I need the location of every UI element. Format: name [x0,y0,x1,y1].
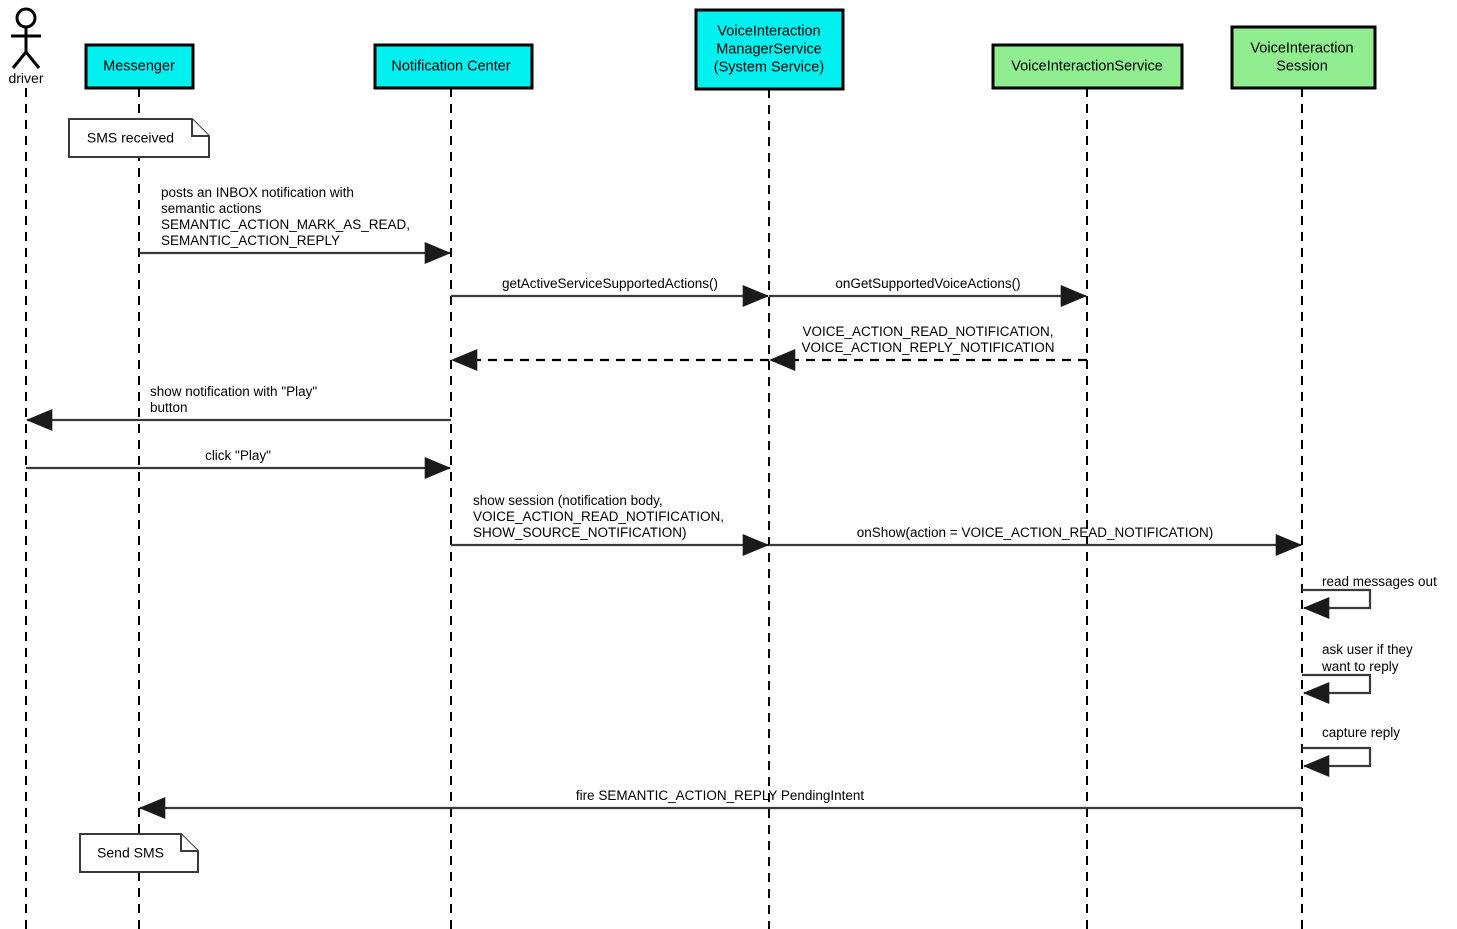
note-shape [68,118,210,158]
note-shape [79,833,199,873]
participants-layer: driver Messenger Notification Center VoiceI… [8,7,1377,91]
participant-label-messenger: Messenger [103,58,175,74]
message-label: click "Play" [205,448,271,463]
note-fold-icon [191,119,209,137]
msg-on-get-supported-voice-actions[interactable]: onGetSupportedVoiceActions() [769,276,1088,307]
note-fold-icon [180,834,198,852]
participant-label-voice-interaction-manager-service: VoiceInteraction [717,23,820,39]
actor-body-icon [11,28,41,69]
participant-label-notification-center: Notification Center [391,58,510,74]
participant-label-voice-interaction-service: VoiceInteractionService [1011,58,1163,74]
self-msg-capture-reply[interactable]: capture reply [1302,725,1400,777]
actor-driver: driver [8,7,44,86]
participant-box-voice-interaction-manager-service [694,8,845,91]
self-msg-read-messages-out[interactable]: read messages out [1302,574,1437,619]
self-messages-layer: read messages out ask user if they want to… [1302,574,1437,777]
self-message-label: read messages out [1322,574,1437,589]
self-message-label: want to reply [1321,659,1399,674]
msg-get-active-service-supported-actions[interactable]: getActiveServiceSupportedActions() [451,276,770,307]
participant-messenger[interactable]: Messenger [84,43,195,90]
message-label: onGetSupportedVoiceActions() [835,276,1020,291]
messages-layer: posts an INBOX notification withsemantic… [25,185,1303,819]
actor-label: driver [8,70,43,86]
msg-post-inbox-notification[interactable]: posts an INBOX notification withsemantic… [139,185,452,264]
msg-click-play[interactable]: click "Play" [26,448,452,479]
msg-on-show[interactable]: onShow(action = VOICE_ACTION_READ_NOTIFI… [769,525,1303,556]
lifelines-layer [25,88,1303,929]
message-label: SEMANTIC_ACTION_MARK_AS_READ, [161,217,410,232]
msg-fire-semantic-action-reply-pending-intent[interactable]: fire SEMANTIC_ACTION_REPLY PendingIntent [138,788,1302,819]
message-label: VOICE_ACTION_REPLY_NOTIFICATION [801,340,1054,355]
self-message-loop [1302,746,1372,777]
note-send-sms: Send SMS [79,833,199,873]
message-label: posts an INBOX notification with [161,185,354,200]
message-label: VOICE_ACTION_READ_NOTIFICATION, [473,509,724,524]
note-text: SMS received [87,130,174,146]
message-label: button [150,400,188,415]
message-label: getActiveServiceSupportedActions() [502,276,718,291]
participant-label-voice-interaction-manager-service: (System Service) [714,59,824,75]
participant-notification-center[interactable]: Notification Center [373,43,534,90]
msg-show-notification-with-play-button[interactable]: show notification with "Play"button [25,384,451,431]
msg-show-session[interactable]: show session (notification body,VOICE_AC… [451,493,770,556]
actor-head-icon [15,7,37,29]
self-message-loop [1302,588,1372,619]
message-label: SHOW_SOURCE_NOTIFICATION) [473,525,687,540]
participant-box-voice-interaction-service [991,43,1184,90]
message-label: show session (notification body, [473,493,663,508]
msg-return-voice-actions-to-vims[interactable]: VOICE_ACTION_READ_NOTIFICATION,VOICE_ACT… [768,324,1087,371]
participant-label-voice-interaction-session: Session [1276,58,1328,74]
message-label: show notification with "Play" [150,384,317,399]
self-message-label: capture reply [1322,725,1400,740]
message-label: semantic actions [161,201,262,216]
self-message-loop [1302,673,1372,704]
participant-label-voice-interaction-manager-service: ManagerService [716,41,822,57]
participant-voice-interaction-service[interactable]: VoiceInteractionService [991,43,1184,90]
message-label: VOICE_ACTION_READ_NOTIFICATION, [802,324,1053,339]
message-label: onShow(action = VOICE_ACTION_READ_NOTIFI… [857,525,1213,540]
participant-box-notification-center [373,43,534,90]
participant-box-voice-interaction-session [1230,25,1377,90]
self-msg-ask-user-if-they-want-to-reply[interactable]: ask user if they want to reply [1302,642,1413,704]
message-label: fire SEMANTIC_ACTION_REPLY PendingIntent [576,788,865,803]
participant-label-voice-interaction-session: VoiceInteraction [1250,40,1353,56]
self-message-label: ask user if they [1322,642,1413,657]
message-label: SEMANTIC_ACTION_REPLY [161,233,340,248]
note-sms-received: SMS received [68,118,210,158]
participant-box-messenger [84,43,195,90]
note-text: Send SMS [97,845,164,861]
